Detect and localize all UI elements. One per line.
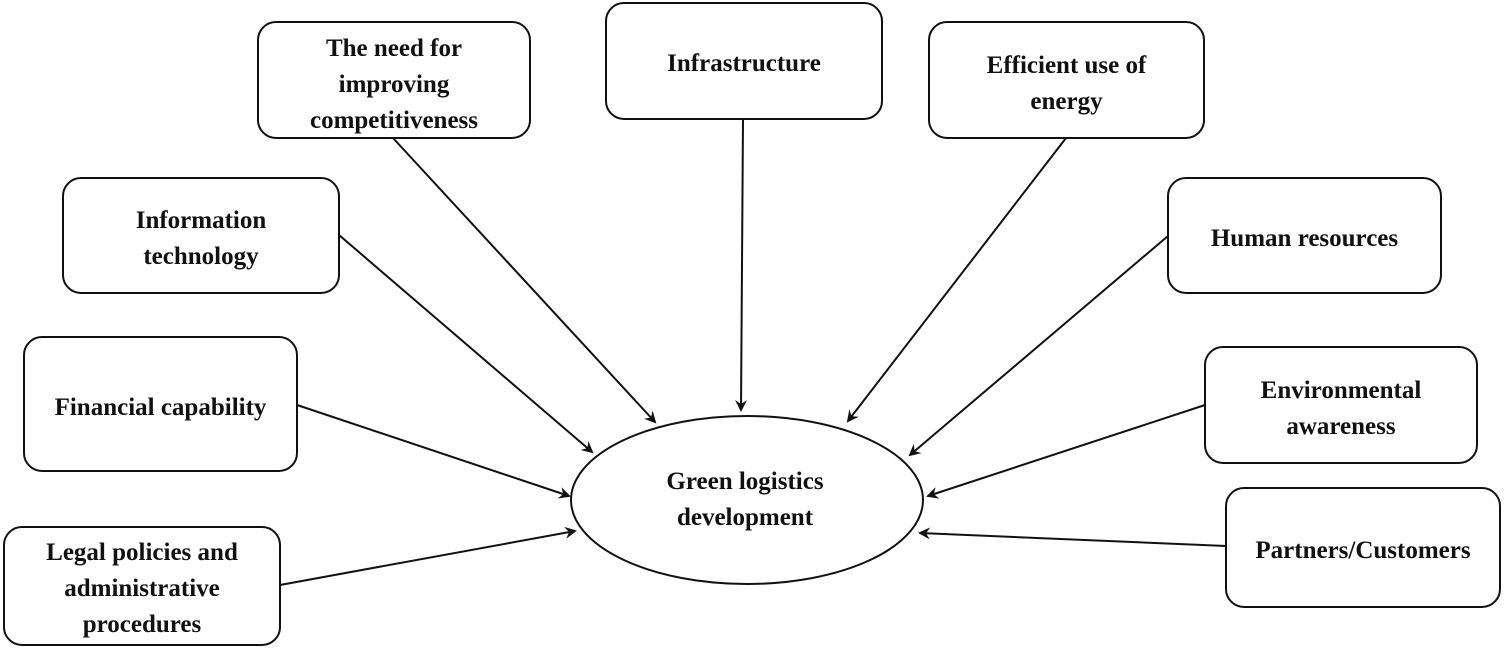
factor-label-line: Environmental (1261, 377, 1422, 404)
arrow-infrastructure-to-hub (735, 118, 748, 412)
arrow-energy-to-hub (846, 137, 1067, 423)
factor-box (928, 21, 1205, 139)
nodes-layer: The need for improving competitiveness Infr… (3, 2, 1501, 646)
factor-box (23, 336, 298, 472)
factor-label-line: procedures (83, 611, 202, 638)
factor-label-line: Legal policies and (46, 539, 238, 566)
factor-node-energy: Efficient use of energy (928, 21, 1205, 139)
arrow-financial-capability-to-hub (296, 404, 571, 499)
factor-box (1204, 346, 1478, 464)
factor-node-partners-customers: Partners/Customers (1225, 487, 1501, 608)
factor-box (1167, 177, 1442, 294)
arrow-human-resources-to-hub (908, 235, 1169, 457)
arrow-legal-policies-to-hub (279, 526, 577, 586)
factor-label-line: administrative (64, 575, 220, 602)
factor-label-line: energy (1030, 88, 1103, 115)
factor-node-legal-policies: Legal policies and administrative procedur… (3, 526, 281, 646)
factor-box (3, 526, 281, 646)
factor-label-line: Efficient use of (987, 52, 1147, 79)
factor-box (605, 2, 883, 120)
edges-layer (279, 118, 1227, 586)
factor-label-line: awareness (1286, 413, 1396, 440)
hub-ellipse (570, 415, 924, 585)
factor-node-environmental-awareness: Environmental awareness (1204, 346, 1478, 464)
factor-label-line: improving (339, 71, 450, 98)
hub-label-line: development (677, 504, 814, 531)
factor-label-line: Information (136, 207, 267, 234)
arrow-partners-customers-to-hub (918, 527, 1227, 547)
factor-label-line: The need for (326, 35, 462, 62)
factor-node-competitiveness: The need for improving competitiveness (257, 21, 531, 139)
arrow-environmental-awareness-to-hub (926, 404, 1206, 499)
factor-node-information-technology: Information technology (62, 177, 340, 294)
factor-label-line: Infrastructure (667, 50, 821, 77)
factor-box (257, 21, 531, 139)
factor-box (62, 177, 340, 294)
arrow-information-technology-to-hub (338, 234, 594, 454)
hub-label-line: Green logistics (666, 468, 823, 495)
factor-node-human-resources: Human resources (1167, 177, 1442, 294)
factor-label-line: Financial capability (55, 394, 267, 421)
factor-node-financial-capability: Financial capability (23, 336, 298, 472)
factor-label-line: Human resources (1211, 225, 1399, 252)
factor-label-line: competitiveness (310, 107, 478, 134)
factor-label-line: technology (143, 243, 259, 270)
arrow-competitiveness-to-hub (392, 137, 657, 424)
factor-node-infrastructure: Infrastructure (605, 2, 883, 120)
factor-box (1225, 487, 1501, 608)
factor-label-line: Partners/Customers (1255, 537, 1470, 564)
hub-node: Green logistics development (570, 415, 924, 585)
